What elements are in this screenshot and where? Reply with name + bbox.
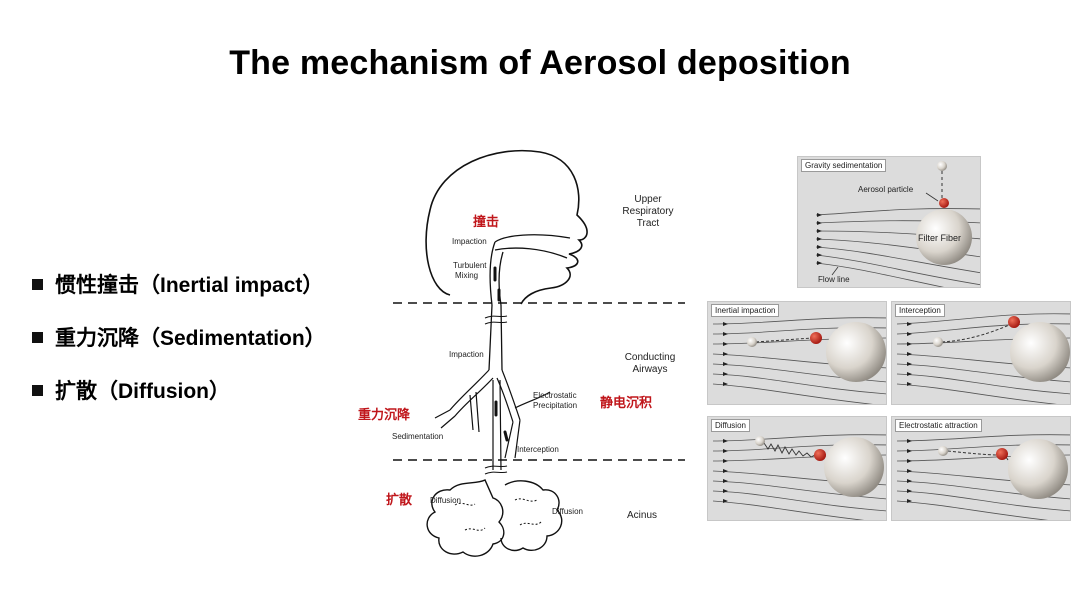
list-item-label: 扩散（Diffusion）	[55, 380, 230, 403]
label-electrostatic-line2: Precipitation	[533, 401, 577, 410]
bullet-square-icon	[32, 384, 43, 396]
label-diffusion-left: Diffusion	[430, 496, 461, 505]
panel-title: Diffusion	[711, 419, 750, 432]
inertial-impaction-illustration	[712, 317, 886, 404]
aerosol-particle-red	[939, 198, 949, 208]
label-interception: Interception	[517, 445, 559, 454]
slide-title: The mechanism of Aerosol deposition	[229, 44, 851, 82]
label-diffusion-right: Diffusion	[552, 507, 583, 516]
gravity-sedimentation-illustration	[815, 161, 980, 287]
fiber-sphere	[1010, 322, 1070, 382]
aerosol-particle-white	[937, 161, 947, 171]
fiber-sphere	[1008, 439, 1068, 499]
fiber-sphere	[826, 322, 886, 382]
aerosol-particle-label: Aerosol particle	[858, 185, 914, 194]
label-sedimentation: Sedimentation	[392, 432, 443, 441]
region-upper-line2: Respiratory	[622, 206, 673, 217]
alveoli-right	[500, 480, 563, 552]
nasal-passage	[494, 234, 571, 243]
region-upper-line3: Tract	[637, 218, 660, 229]
filter-fiber-sphere	[916, 209, 972, 265]
region-acinus: Acinus	[627, 510, 657, 521]
cn-label-sedimentation: 重力沉降	[358, 407, 411, 422]
oral-passage	[494, 247, 568, 259]
label-impaction-upper: Impaction	[452, 237, 487, 246]
bullet-square-icon	[32, 278, 43, 290]
electrostatic-attraction-illustration	[896, 434, 1070, 520]
diffusion-illustration	[712, 434, 886, 520]
head-outline	[425, 149, 588, 305]
region-conducting-line1: Conducting	[625, 352, 676, 363]
flow-line-label: Flow line	[818, 275, 850, 284]
mechanism-list: 惯性撞击（Inertial impact） 重力沉降（Sedimentation…	[32, 268, 326, 427]
label-impaction-mid: Impaction	[449, 350, 484, 359]
label-turbulent-line2: Mixing	[455, 271, 478, 280]
central-bronchus	[492, 379, 502, 471]
cn-label-diffusion: 扩散	[386, 492, 413, 507]
list-item-label: 惯性撞击（Inertial impact）	[55, 274, 324, 297]
list-item-label: 重力沉降（Sedimentation）	[55, 327, 326, 350]
pharynx	[489, 241, 504, 306]
list-item-inertial: 惯性撞击（Inertial impact）	[32, 268, 326, 300]
list-item-diffusion: 扩散（Diffusion）	[32, 374, 326, 406]
left-bronchus	[434, 369, 494, 433]
panel-title: Gravity sedimentation	[801, 159, 887, 172]
panel-electrostatic-attraction: Electrostatic attraction	[891, 416, 1071, 521]
cn-label-impact: 撞击	[473, 214, 499, 229]
alveoli-left	[426, 479, 505, 557]
cn-label-electrostatic: 静电沉积	[600, 395, 652, 410]
respiratory-tract-diagram: Upper Respiratory Tract Conducting Airwa…	[358, 149, 685, 557]
panel-inertial-impaction: Inertial impaction	[707, 301, 887, 405]
interception-illustration	[896, 313, 1070, 404]
fiber-sphere	[824, 437, 884, 497]
panel-diffusion: Diffusion	[707, 416, 887, 521]
label-turbulent-line1: Turbulent	[453, 261, 487, 270]
list-item-sedimentation: 重力沉降（Sedimentation）	[32, 321, 326, 353]
panel-title: Electrostatic attraction	[895, 419, 982, 432]
right-bronchus	[496, 369, 551, 459]
region-conducting-line2: Airways	[632, 364, 667, 375]
trachea	[488, 304, 503, 371]
panel-title: Inertial impaction	[711, 304, 780, 317]
bullet-square-icon	[32, 331, 43, 343]
panel-title: Interception	[895, 304, 945, 317]
region-upper-line1: Upper	[634, 194, 662, 205]
filter-fiber-label: Filter Fiber	[918, 233, 962, 243]
panel-gravity-sedimentation: Gravity sedimentation Aerosol particle F…	[797, 156, 981, 288]
panel-interception: Interception	[891, 301, 1071, 405]
label-electrostatic-line1: Electrostatic	[533, 391, 577, 400]
